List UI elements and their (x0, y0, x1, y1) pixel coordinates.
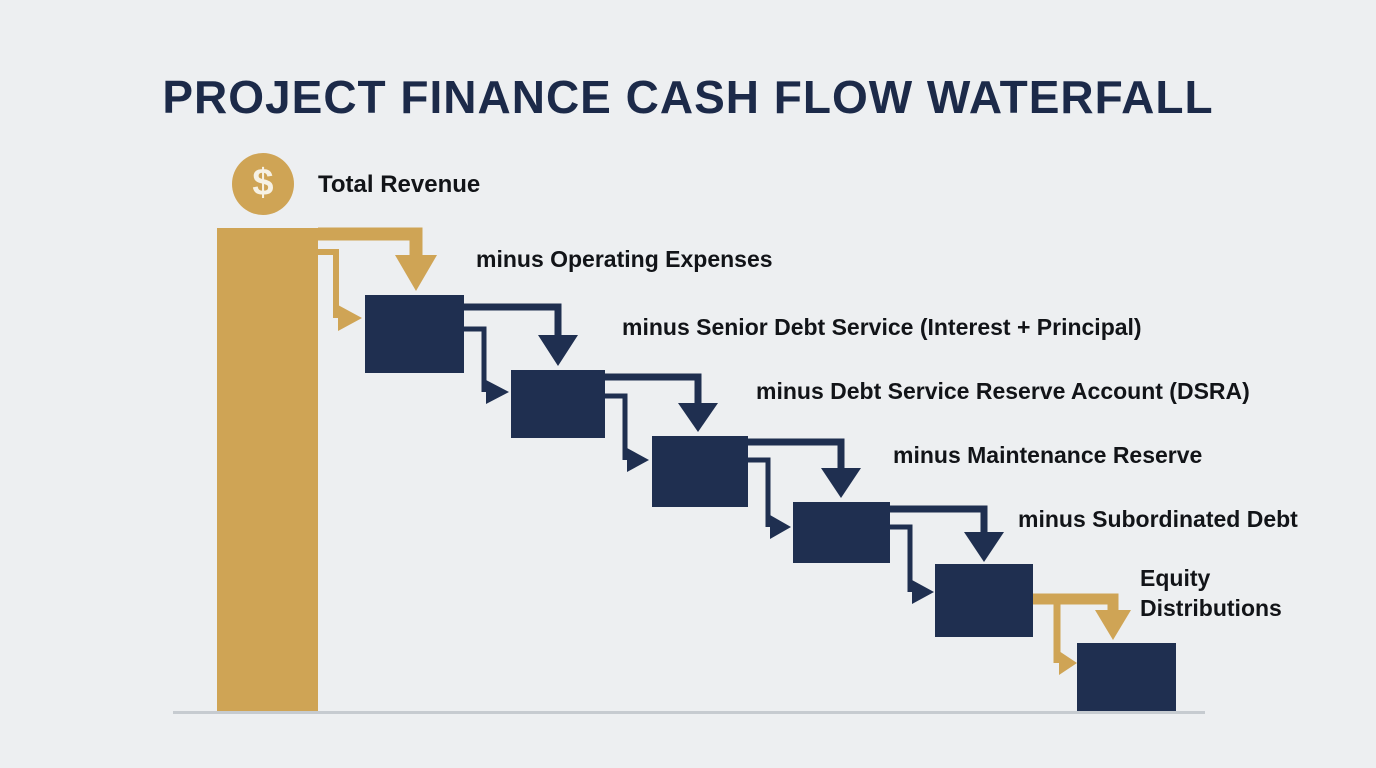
side-arrow-5 (1053, 599, 1077, 675)
side-arrow-1 (464, 326, 509, 404)
cascade-arrow-revenue (318, 227, 437, 291)
label-operating-expenses: minus Operating Expenses (476, 246, 773, 272)
total-revenue-label: Total Revenue (318, 171, 481, 198)
cascade-arrow-4 (890, 505, 1004, 562)
label-senior-debt-service: minus Senior Debt Service (Interest + Pr… (622, 314, 1142, 340)
box-operating-expenses (365, 295, 464, 373)
label-subordinated-debt: minus Subordinated Debt (1018, 506, 1298, 532)
side-arrow-2 (605, 393, 649, 472)
side-arrow-3 (748, 457, 791, 539)
box-maintenance-reserve (793, 502, 890, 563)
box-senior-debt-service (511, 370, 605, 438)
side-arrow-revenue (318, 249, 362, 331)
baseline (173, 711, 1205, 714)
total-revenue-bar (217, 228, 318, 712)
box-subordinated-debt (935, 564, 1033, 637)
cascade-arrow-1 (464, 303, 578, 366)
label-dsra: minus Debt Service Reserve Account (DSRA… (756, 378, 1250, 404)
side-arrow-4 (890, 524, 934, 604)
cascade-arrow-3 (748, 438, 861, 498)
page-title: PROJECT FINANCE CASH FLOW WATERFALL (162, 71, 1214, 123)
label-maintenance-reserve: minus Maintenance Reserve (893, 442, 1203, 468)
label-equity-distributions: Equity Distributions (1140, 565, 1282, 621)
dollar-icon: $ (232, 153, 294, 215)
cascade-arrow-2 (605, 373, 718, 432)
box-dsra (652, 436, 748, 507)
cascade-arrow-5 (1033, 593, 1131, 640)
dollar-symbol: $ (252, 162, 274, 204)
box-equity-distributions (1077, 643, 1176, 712)
